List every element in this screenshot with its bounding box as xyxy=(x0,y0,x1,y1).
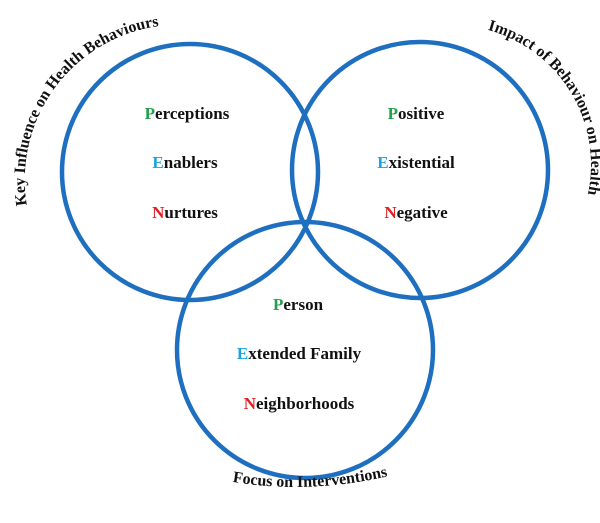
item-existential: Existential xyxy=(377,153,455,172)
item-initial: P xyxy=(145,104,155,123)
item-rest: eighborhoods xyxy=(256,394,355,413)
item-initial: P xyxy=(273,295,283,314)
item-person: Person xyxy=(273,295,324,314)
label-key-influence: Key Influence on Health Behaviours xyxy=(12,13,160,207)
item-neighborhoods: Neighborhoods xyxy=(244,394,355,413)
item-initial: E xyxy=(152,153,163,172)
item-perceptions: Perceptions xyxy=(145,104,230,123)
item-rest: erson xyxy=(283,295,323,314)
item-rest: erceptions xyxy=(155,104,230,123)
item-rest: ositive xyxy=(398,104,445,123)
item-nurtures: Nurtures xyxy=(152,203,218,222)
item-initial: E xyxy=(237,344,248,363)
item-rest: xtended Family xyxy=(248,344,361,363)
item-initial: N xyxy=(384,203,397,222)
item-enablers: Enablers xyxy=(152,153,218,172)
item-rest: urtures xyxy=(164,203,218,222)
item-extended-family: Extended Family xyxy=(237,344,362,363)
item-rest: nablers xyxy=(164,153,218,172)
item-initial: N xyxy=(152,203,165,222)
item-negative: Negative xyxy=(384,203,448,222)
circle-focus-on-interventions xyxy=(174,219,436,481)
item-initial: E xyxy=(377,153,388,172)
circle-key-influence xyxy=(59,41,321,303)
label-impact-of-behaviour: Impact of Behaviour on Health xyxy=(486,17,600,197)
item-initial: P xyxy=(388,104,398,123)
item-rest: xistential xyxy=(389,153,455,172)
item-rest: egative xyxy=(397,203,448,222)
item-positive: Positive xyxy=(388,104,445,123)
item-initial: N xyxy=(244,394,257,413)
